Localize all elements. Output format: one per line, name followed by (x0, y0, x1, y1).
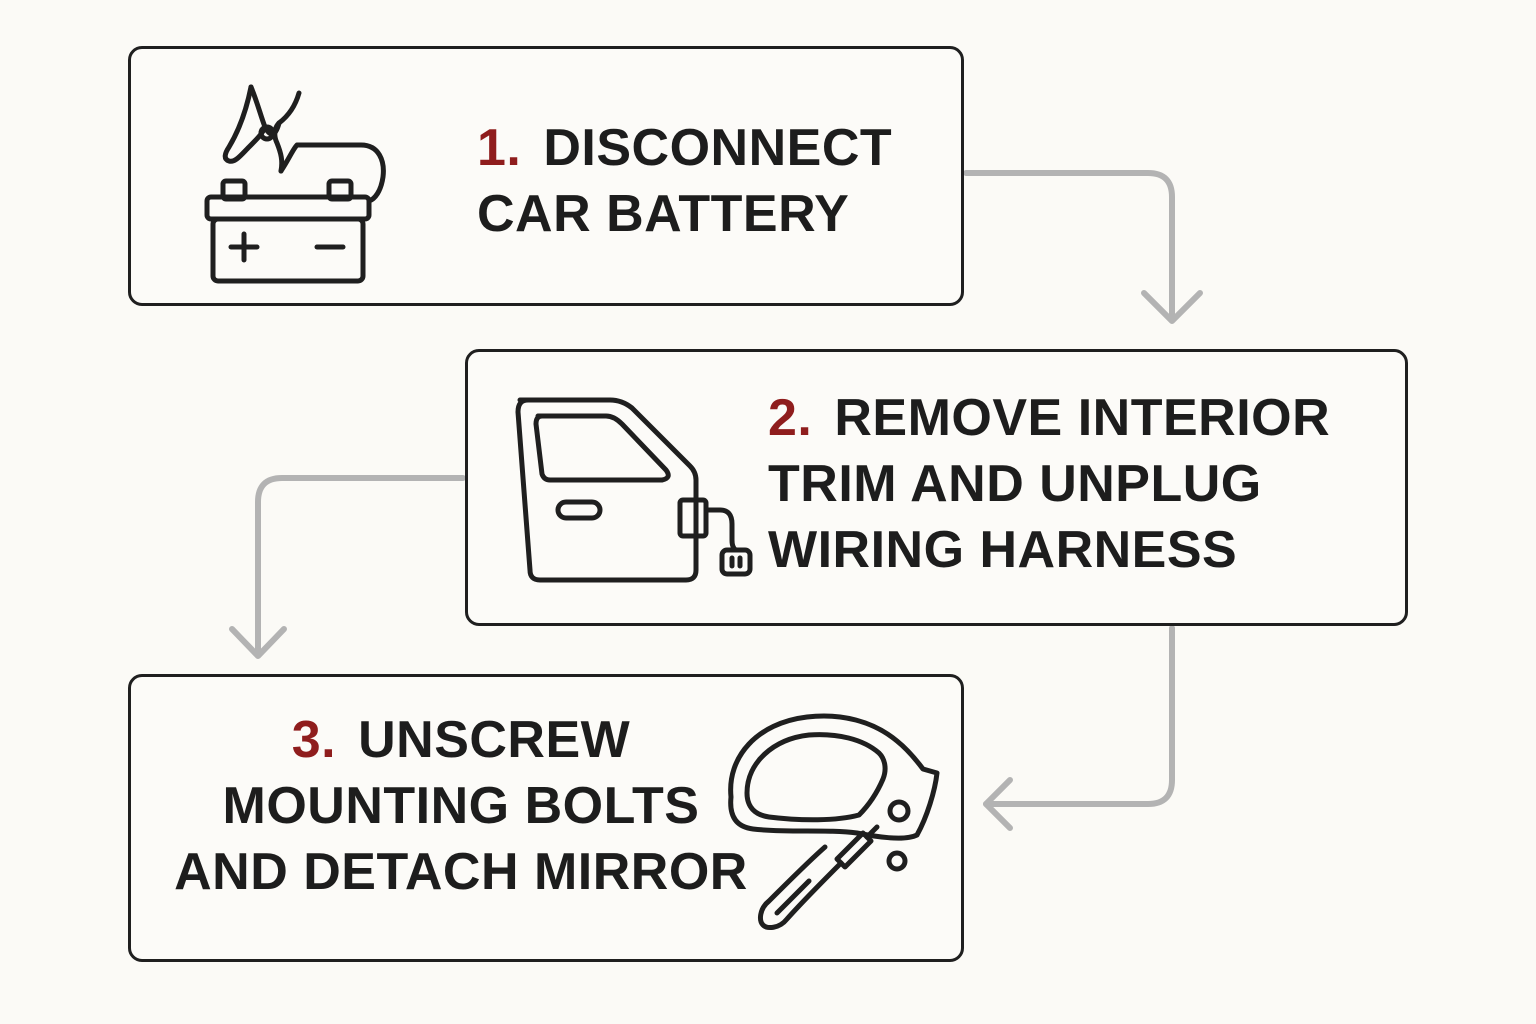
step-1-label: 1. DISCONNECT CAR BATTERY (477, 115, 892, 247)
step-2-box: 2. REMOVE INTERIOR TRIM AND UNPLUG WIRING… (465, 349, 1408, 626)
step-2-line-3: WIRING HARNESS (768, 521, 1238, 579)
connector-step1-to-step2 (963, 170, 1175, 321)
step-2-label: 2. REMOVE INTERIOR TRIM AND UNPLUG WIRING… (768, 385, 1330, 583)
step-2-line-2: TRIM AND UNPLUG (768, 455, 1262, 513)
step-3-box: 3. UNSCREW MOUNTING BOLTS AND DETACH MIRR… (128, 674, 964, 962)
car-battery-with-clamp-icon (204, 84, 386, 284)
connector-step2-to-step3 (255, 475, 466, 657)
side-mirror-with-screwdriver-icon (728, 713, 940, 930)
step-3-line-2: MOUNTING BOLTS (222, 777, 700, 835)
step-3-number: 3. (291, 711, 337, 769)
arrowhead-step3-left (229, 626, 287, 659)
step-1-line-1: DISCONNECT (543, 119, 893, 177)
step-2-line-1: REMOVE INTERIOR (834, 389, 1331, 447)
step-1-number: 1. (477, 119, 522, 177)
step-3-line-1: UNSCREW (358, 711, 631, 769)
step-3-line-3: AND DETACH MIRROR (174, 843, 748, 901)
arrowhead-step3-right (983, 777, 1013, 831)
step-2-number: 2. (768, 389, 813, 447)
car-door-with-plug-icon (515, 397, 753, 583)
arrowhead-step2 (1141, 290, 1203, 324)
connector-step2-to-step3-right (983, 625, 1175, 807)
step-3-label: 3. UNSCREW MOUNTING BOLTS AND DETACH MIRR… (131, 707, 791, 905)
step-1-line-2: CAR BATTERY (477, 185, 850, 243)
step-1-box: 1. DISCONNECT CAR BATTERY (128, 46, 964, 306)
